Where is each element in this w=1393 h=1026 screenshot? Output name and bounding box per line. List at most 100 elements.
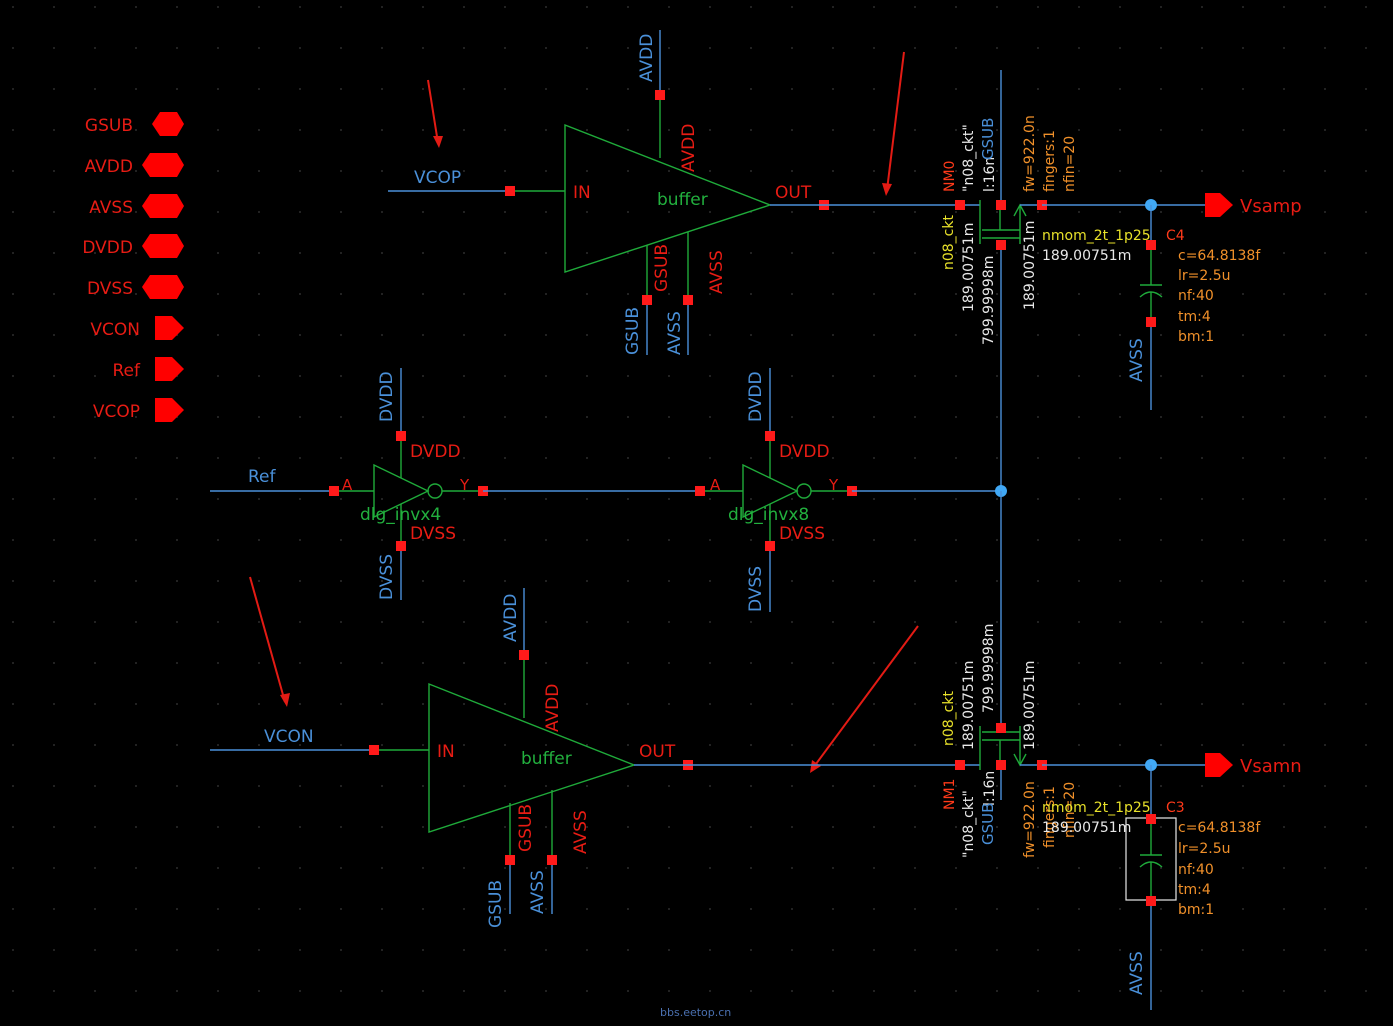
port-vcon[interactable]: VCON (90, 316, 184, 340)
svg-text:nf:40: nf:40 (1178, 862, 1214, 878)
svg-text:GSUB: GSUB (652, 244, 672, 292)
svg-text:c=64.8138f: c=64.8138f (1178, 248, 1261, 264)
svg-text:Y: Y (459, 476, 470, 494)
port-avss[interactable]: AVSS (89, 194, 184, 218)
svg-text:fw=922.0n: fw=922.0n (1022, 781, 1038, 858)
svg-text:buffer: buffer (521, 749, 572, 769)
svg-text:fingers:1: fingers:1 (1042, 130, 1058, 192)
transistor-nm1[interactable]: n08_ckt 189.00751m 799.99998m 189.00751m… (941, 624, 1078, 858)
pin-list: GSUB AVDD AVSS DVDD DVSS VCON Ref VCOP (82, 112, 184, 422)
svg-text:tm:4: tm:4 (1178, 882, 1211, 898)
svg-text:C4: C4 (1166, 228, 1185, 244)
svg-text:GSUB: GSUB (623, 307, 643, 355)
net-label-vcon: VCON (264, 727, 314, 747)
svg-text:buffer: buffer (657, 190, 708, 210)
svg-text:189.00751m: 189.00751m (1022, 661, 1038, 750)
svg-text:DVSS: DVSS (779, 524, 825, 544)
svg-text:GSUB: GSUB (85, 116, 133, 136)
buffer-bottom-triangle (428, 682, 637, 833)
annotation-arrows (249, 51, 919, 773)
svg-text:DVSS: DVSS (377, 554, 397, 600)
svg-text:l:16n: l:16n (982, 771, 998, 806)
svg-text:GSUB: GSUB (979, 803, 997, 845)
capacitor-c3[interactable]: C3 nmom_2t_1p25 189.00751m c=64.8138f lr… (1042, 765, 1261, 1010)
port-vcop[interactable]: VCOP (93, 398, 184, 422)
inverter-invx8[interactable]: A Y DVDD DVSS dlg_invx8 DVDD DVSS (695, 368, 857, 612)
transistor-nm0[interactable]: NM0 "n08_ckt" l:16n GSUB fw=922.0n finge… (941, 70, 1078, 490)
svg-text:189.00751m: 189.00751m (961, 223, 977, 312)
svg-text:AVSS: AVSS (89, 198, 133, 218)
svg-text:nfin=20: nfin=20 (1062, 782, 1078, 838)
svg-text:Ref: Ref (113, 361, 142, 381)
svg-text:lr=2.5u: lr=2.5u (1178, 268, 1231, 284)
port-dvdd[interactable]: DVDD (82, 234, 184, 258)
svg-text:AVDD: AVDD (679, 124, 699, 172)
port-gsub[interactable]: GSUB (85, 112, 184, 136)
svg-text:189.00751m: 189.00751m (1022, 221, 1038, 310)
svg-text:DVSS: DVSS (410, 524, 456, 544)
svg-text:tm:4: tm:4 (1178, 309, 1211, 325)
svg-text:AVDD: AVDD (637, 34, 657, 82)
svg-text:DVDD: DVDD (377, 371, 397, 422)
svg-text:AVDD: AVDD (85, 157, 133, 177)
port-ref[interactable]: Ref (113, 357, 185, 381)
svg-text:lr=2.5u: lr=2.5u (1178, 841, 1231, 857)
svg-text:nmom_2t_1p25: nmom_2t_1p25 (1042, 800, 1151, 816)
inverter-invx4[interactable]: Ref A Y DVDD DVSS dlg_invx4 DVDD DVSS (210, 368, 488, 600)
buffer-bottom[interactable]: VCON IN buffer OUT AVDD AVDD GSUB AVSS G… (210, 588, 693, 928)
svg-text:OUT: OUT (775, 183, 812, 203)
svg-text:AVSS: AVSS (665, 311, 685, 355)
svg-text:DVDD: DVDD (410, 442, 461, 462)
svg-text:nmom_2t_1p25: nmom_2t_1p25 (1042, 228, 1151, 244)
svg-text:dlg_invx8: dlg_invx8 (728, 505, 809, 525)
svg-text:VCON: VCON (90, 320, 140, 340)
svg-text:189.00751m: 189.00751m (1042, 820, 1131, 836)
output-port-vsamp[interactable]: Vsamp (1205, 193, 1302, 217)
svg-text:AVSS: AVSS (707, 250, 727, 294)
svg-text:DVSS: DVSS (746, 566, 766, 612)
port-dvss[interactable]: DVSS (87, 275, 184, 299)
svg-text:189.00751m: 189.00751m (1042, 248, 1131, 264)
svg-text:l:16n: l:16n (982, 157, 998, 192)
svg-text:AVSS: AVSS (1127, 951, 1147, 995)
output-port-vsamn[interactable]: Vsamn (1205, 753, 1302, 777)
svg-text:799.99998m: 799.99998m (981, 624, 997, 713)
svg-text:NM0: NM0 (942, 161, 958, 192)
svg-text:nf:40: nf:40 (1178, 288, 1214, 304)
svg-text:n08_ckt: n08_ckt (941, 215, 957, 270)
svg-text:IN: IN (437, 742, 455, 762)
svg-text:189.00751m: 189.00751m (961, 661, 977, 750)
svg-text:"n08_ckt": "n08_ckt" (961, 790, 977, 858)
svg-text:GSUB: GSUB (516, 804, 536, 852)
svg-text:A: A (710, 476, 721, 494)
svg-text:fw=922.0n: fw=922.0n (1022, 115, 1038, 192)
svg-text:nfin=20: nfin=20 (1062, 136, 1078, 192)
svg-text:"n08_ckt": "n08_ckt" (961, 124, 977, 192)
svg-text:AVSS: AVSS (1127, 338, 1147, 382)
svg-text:bm:1: bm:1 (1178, 902, 1214, 918)
capacitor-c4[interactable]: C4 nmom_2t_1p25 189.00751m c=64.8138f lr… (1042, 205, 1261, 410)
svg-text:799.99998m: 799.99998m (981, 256, 997, 345)
svg-text:n08_ckt: n08_ckt (941, 691, 957, 746)
svg-text:c=64.8138f: c=64.8138f (1178, 820, 1261, 836)
svg-text:GSUB: GSUB (979, 118, 997, 160)
svg-text:fingers:1: fingers:1 (1042, 786, 1058, 848)
svg-text:GSUB: GSUB (486, 880, 506, 928)
svg-text:OUT: OUT (639, 742, 676, 762)
svg-text:IN: IN (573, 183, 591, 203)
svg-text:bm:1: bm:1 (1178, 329, 1214, 345)
svg-text:AVSS: AVSS (571, 810, 591, 854)
buffer-top-triangle (564, 123, 773, 273)
net-label-vcop: VCOP (414, 168, 461, 188)
svg-text:A: A (342, 476, 353, 494)
svg-text:Vsamp: Vsamp (1240, 196, 1302, 217)
svg-text:VCOP: VCOP (93, 402, 140, 422)
svg-text:Y: Y (828, 476, 839, 494)
svg-text:Vsamn: Vsamn (1240, 756, 1302, 777)
net-label-ref: Ref (248, 467, 277, 487)
svg-text:NM1: NM1 (942, 779, 958, 810)
port-avdd[interactable]: AVDD (85, 153, 184, 177)
svg-text:DVSS: DVSS (87, 279, 133, 299)
svg-text:dlg_invx4: dlg_invx4 (360, 505, 441, 525)
